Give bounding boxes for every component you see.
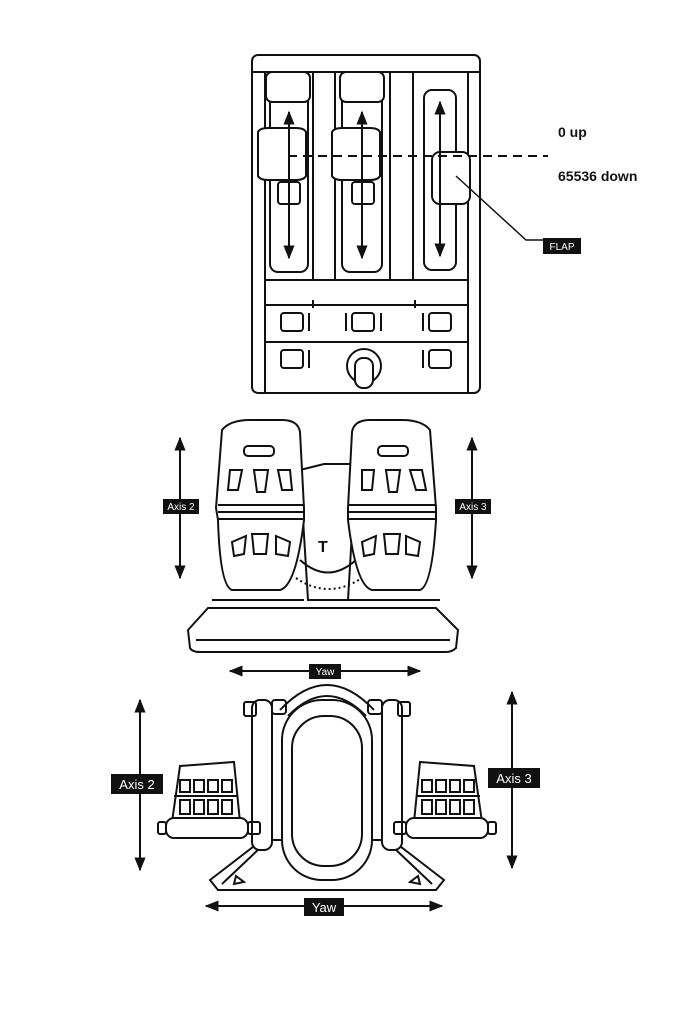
axis-up-label: 0 up (558, 124, 587, 140)
yaw-tag-top: Yaw (304, 898, 344, 916)
svg-text:Axis 3: Axis 3 (496, 771, 531, 786)
svg-text:Yaw: Yaw (316, 667, 335, 678)
rudder-pedals-front-illustration: T (180, 420, 472, 671)
svg-text:Axis 2: Axis 2 (167, 502, 195, 513)
axis-2-tag-front: Axis 2 (163, 499, 199, 514)
svg-text:Axis 3: Axis 3 (459, 502, 487, 513)
flap-tag: FLAP (543, 238, 581, 254)
axis-down-label: 65536 down (558, 168, 637, 184)
throttle-quadrant-illustration (252, 55, 480, 393)
rudder-pedals-top-illustration (140, 685, 512, 906)
axis-3-tag-front: Axis 3 (455, 499, 491, 514)
svg-text:T: T (318, 539, 328, 556)
axis-2-tag-top: Axis 2 (111, 774, 163, 794)
yaw-tag-front: Yaw (309, 664, 341, 679)
svg-text:Yaw: Yaw (312, 900, 337, 915)
svg-text:FLAP: FLAP (549, 242, 574, 253)
svg-text:Axis 2: Axis 2 (119, 777, 154, 792)
axis-3-tag-top: Axis 3 (488, 768, 540, 788)
